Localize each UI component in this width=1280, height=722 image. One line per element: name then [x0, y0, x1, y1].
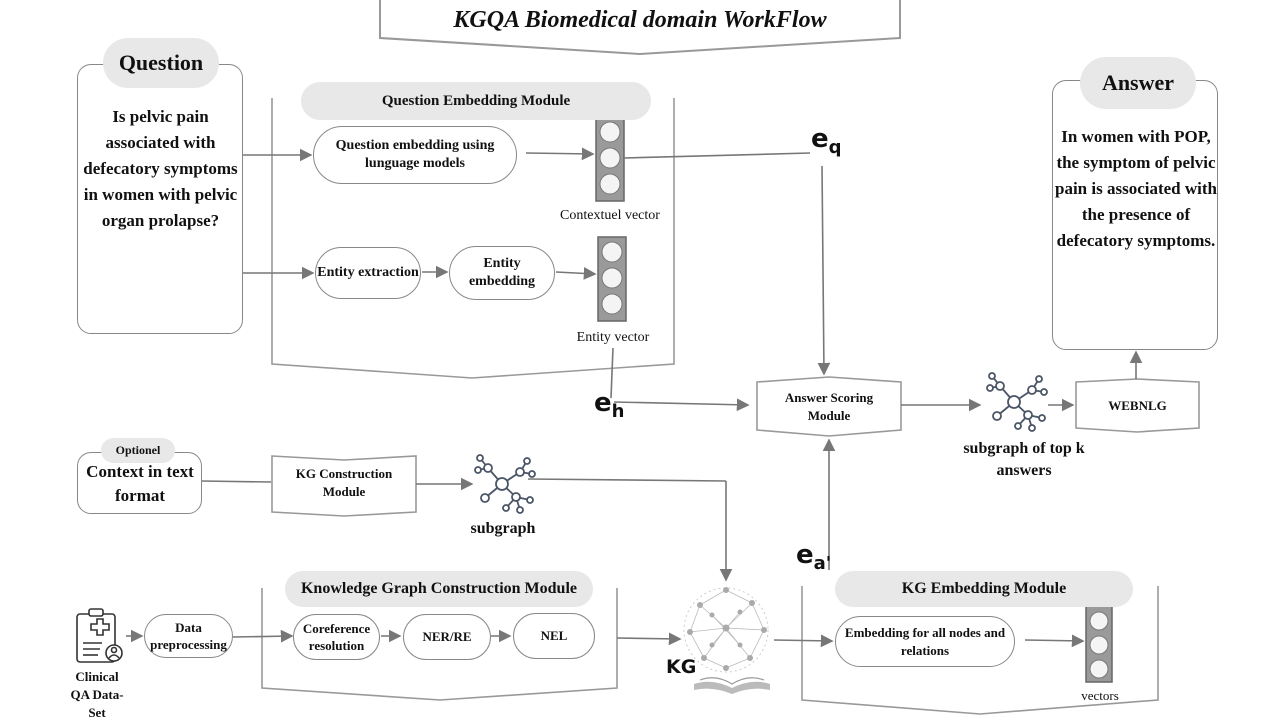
clipboard-icon [76, 608, 123, 663]
eq-symbol: eq [811, 124, 842, 159]
nel-step: NEL [513, 613, 595, 659]
question-embedding-module-title: Question Embedding Module [301, 82, 651, 120]
kg-construction-small-shape [271, 455, 417, 517]
eh-symbol: eh [594, 388, 625, 423]
optional-tag: Optionel [101, 438, 175, 463]
entity-vector-label: Entity vector [576, 330, 650, 345]
kg-construction-frame [261, 588, 618, 701]
answer-scoring-module: Answer Scoring Module [784, 390, 874, 423]
webnlg-module: WEBNLG [1108, 398, 1167, 413]
contextual-vector-label: Contextuel vector [560, 208, 660, 223]
coreference-resolution-step: Coreference resolution [293, 614, 380, 660]
answer-text: In women with POP, the symptom of pelvic… [1055, 127, 1217, 250]
topk-subgraph-network-icon [986, 372, 1048, 432]
contextual-vector-icon [595, 116, 625, 202]
question-header: Question [103, 38, 219, 88]
kg-brain-book-icon [683, 587, 770, 694]
kg-construction-module-title: Knowledge Graph Construction Module [285, 571, 593, 607]
answer-header: Answer [1080, 57, 1196, 109]
answer-panel [1052, 80, 1218, 350]
vectors-label: vectors [1081, 688, 1119, 703]
kg-embedding-module-title: KG Embedding Module [835, 571, 1133, 607]
subgraph-label: subgraph [470, 520, 536, 537]
ner-re-step: NER/RE [403, 614, 491, 660]
answer-scoring-shape [756, 376, 902, 437]
question-text: Is pelvic pain associated with defecator… [83, 107, 238, 230]
kg-label: KG [666, 656, 697, 678]
entity-extraction-step: Entity extraction [315, 247, 421, 299]
title-banner [379, 0, 901, 56]
webnlg-shape [1075, 378, 1200, 433]
kg-embedding-frame [801, 586, 1159, 715]
entity-vector-icon [597, 236, 627, 322]
subgraph-topk-label: subgraph of top k answers [963, 440, 1085, 479]
ea-symbol: ea' [796, 540, 832, 575]
context-text: Context in text format [86, 462, 194, 505]
question-embedding-frame [271, 98, 675, 379]
entity-embedding-step: Entity embedding [449, 246, 555, 300]
clinical-dataset-label: Clinical QA Data-Set [70, 669, 124, 720]
kg-embedding-step: Embedding for all nodes and relations [835, 616, 1015, 667]
subgraph-network-icon [474, 454, 536, 514]
kg-vectors-icon [1085, 605, 1113, 683]
page-title: KGQA Biomedical domain WorkFlow [453, 7, 827, 33]
kg-construction-small-label: KG Construction Module [295, 466, 393, 499]
data-preprocessing-step: Data preprocessing [144, 614, 233, 658]
question-embedding-lm-step: Question embedding using lunguage models [313, 126, 517, 184]
